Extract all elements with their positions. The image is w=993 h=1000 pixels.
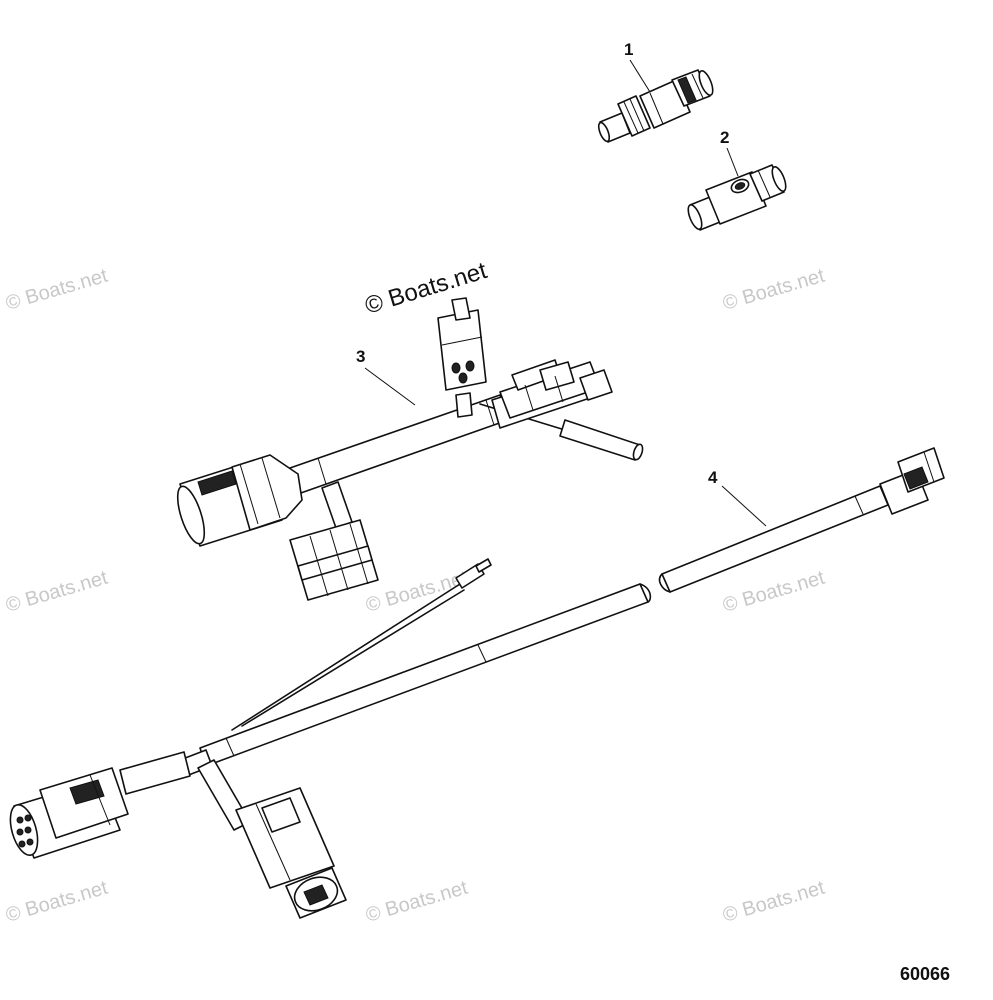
figure-number: 60066 [900, 964, 950, 984]
watermark: © Boats.net [720, 265, 827, 315]
main-watermark: © Boats.net [362, 257, 490, 320]
tee-fitting-part [687, 164, 787, 231]
callout-leader-2 [726, 147, 739, 177]
watermark: © Boats.net [3, 265, 110, 315]
watermark: © Boats.net [720, 877, 827, 927]
callout-leader-1 [629, 59, 651, 93]
watermark: © Boats.net [363, 877, 470, 927]
extension-harness-part [9, 447, 945, 919]
callout-leader-3 [364, 367, 416, 406]
callout-3: 3 [356, 347, 365, 366]
watermark: © Boats.net [3, 877, 110, 927]
watermark: © Boats.net [720, 567, 827, 617]
callout-leader-4 [721, 485, 767, 527]
watermark: © Boats.net [363, 567, 470, 617]
pressure-sensor-part [597, 69, 714, 143]
watermarks: © Boats.net © Boats.net © Boats.net © Bo… [3, 265, 827, 927]
sensor-harness-part [176, 297, 644, 601]
callout-4: 4 [708, 468, 718, 487]
watermark: © Boats.net [3, 567, 110, 617]
callout-1: 1 [624, 40, 633, 59]
callout-2: 2 [720, 128, 729, 147]
